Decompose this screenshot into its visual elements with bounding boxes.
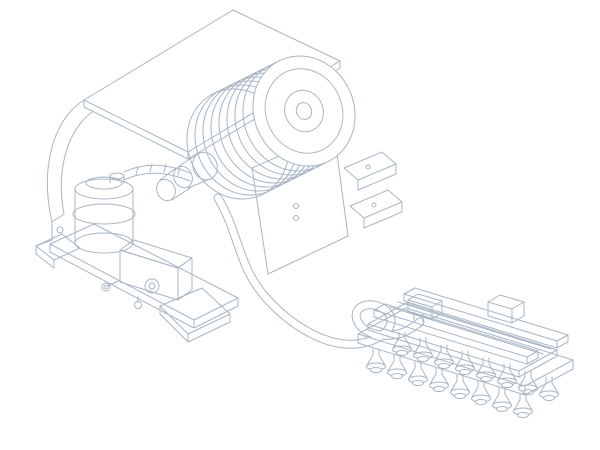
- suction-cup: [429, 367, 449, 392]
- regulator-knob-center: [149, 283, 155, 289]
- hose-core: [218, 198, 420, 344]
- control-box: [102, 240, 192, 309]
- coupling-ring: [170, 163, 195, 190]
- front-rail-side: [374, 310, 538, 364]
- motor-face: [236, 40, 373, 183]
- motor-face-ring: [252, 56, 356, 165]
- suction-cup: [408, 361, 428, 386]
- suction-cup: [518, 370, 538, 395]
- left-foot-lip: [36, 246, 54, 268]
- tube-ribs: [136, 164, 180, 175]
- frame-outer-curve: [36, 100, 84, 246]
- pump-eccentric: [153, 176, 178, 203]
- pump-unit: [36, 10, 402, 342]
- bracket-hole: [372, 203, 376, 207]
- back-rail-side: [404, 294, 568, 348]
- motor-face-ring: [278, 84, 330, 138]
- shaft-coupling: [153, 148, 221, 203]
- motor: [170, 40, 373, 216]
- vacuum-hose: [218, 198, 420, 344]
- suction-cup: [366, 348, 386, 373]
- tank-strap: [73, 204, 135, 224]
- suction-cup: [492, 387, 512, 412]
- box-side-face: [178, 258, 192, 300]
- fitting-body: [408, 300, 442, 319]
- bracket-edge: [364, 202, 402, 228]
- manifold-body: [488, 302, 524, 323]
- hose-fitting: [408, 294, 442, 322]
- tube-line: [124, 173, 190, 181]
- frame-hole: [57, 227, 63, 233]
- fitting-nipple: [414, 312, 423, 322]
- rear-plate-hole: [294, 204, 299, 209]
- tank-port-top: [110, 173, 124, 179]
- suction-gripper: [358, 288, 573, 418]
- base-front-edge: [50, 244, 238, 328]
- rear-plate-hole: [294, 216, 299, 221]
- gripper-plates: [358, 303, 573, 395]
- connector-tube: [124, 164, 190, 181]
- suction-cup: [387, 354, 407, 379]
- box-top-face: [120, 240, 192, 268]
- regulator-knob: [145, 279, 159, 293]
- tank-cap: [86, 177, 122, 189]
- motor-silhouette: [215, 60, 327, 195]
- inlet-fitting: [102, 283, 110, 291]
- manifold-block: [488, 295, 524, 323]
- gripper-rails: [374, 288, 568, 364]
- inlet-fitting-bore: [104, 285, 108, 289]
- base-plate: [36, 224, 238, 342]
- air-tank: [73, 173, 135, 253]
- middle-plate-thickness: [368, 324, 557, 377]
- frame-inner-curve: [52, 112, 92, 222]
- suction-cup: [513, 393, 533, 418]
- cover-thickness-edge: [84, 61, 340, 159]
- left-foot: [36, 234, 80, 260]
- frame-side-bracket: [36, 100, 92, 246]
- mounting-brackets: [344, 152, 402, 228]
- tube-line: [124, 165, 190, 173]
- suction-cup: [539, 376, 559, 401]
- coupling-body: [179, 153, 210, 188]
- tank-sides: [75, 189, 133, 243]
- right-foot-lip: [160, 306, 230, 342]
- tank-bottom: [75, 233, 133, 253]
- manifold-top: [488, 295, 524, 309]
- suction-cup: [476, 357, 496, 382]
- center-channel: [390, 302, 551, 354]
- suction-cup: [434, 344, 454, 369]
- bracket-edge: [358, 164, 396, 190]
- bracket-hole: [366, 165, 370, 169]
- motor-end-bell: [236, 40, 373, 183]
- motor-hub: [294, 100, 315, 122]
- suction-cup: [471, 380, 491, 405]
- barb-fitting: [135, 302, 142, 309]
- suction-cup: [450, 374, 470, 399]
